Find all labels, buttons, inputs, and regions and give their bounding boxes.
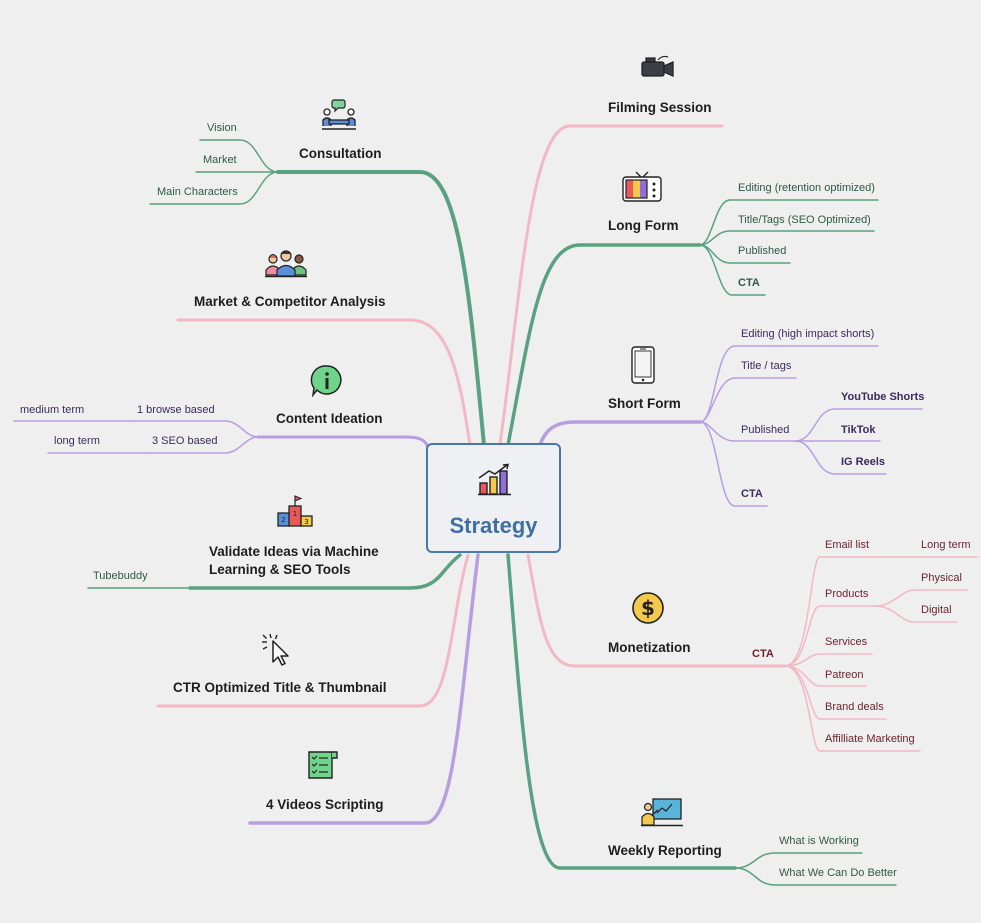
branch-market [176, 318, 472, 447]
leaf-tiktok[interactable]: TikTok [841, 424, 876, 436]
presentation-board-icon [641, 798, 683, 827]
leaf-email-long-term[interactable]: Long term [921, 539, 971, 551]
retro-tv-icon [622, 171, 662, 202]
leaf-digital[interactable]: Digital [921, 604, 952, 616]
branch-scripting [248, 553, 480, 825]
branch-longform [506, 243, 702, 447]
leaf-browse-based[interactable]: 1 browse based [137, 404, 215, 416]
node-ctr-title-thumbnail[interactable]: CTR Optimized Title & Thumbnail [173, 680, 387, 695]
dollar-coin-icon: $ [632, 592, 664, 624]
leaf-cta-long[interactable]: CTA [738, 277, 760, 289]
svg-text:$: $ [641, 596, 655, 620]
node-short-form[interactable]: Short Form [608, 396, 681, 411]
leaf-long-term[interactable]: long term [54, 435, 100, 447]
leaf-seo-based[interactable]: 3 SEO based [152, 435, 218, 447]
podium-icon: 1 2 3 [277, 495, 313, 527]
leaf-tubebuddy[interactable]: Tubebuddy [93, 570, 148, 582]
branch-monetization [526, 553, 787, 668]
growth-chart-icon [478, 463, 511, 496]
leaf-youtube-shorts[interactable]: YouTube Shorts [841, 391, 925, 403]
branch-reporting [506, 553, 737, 870]
leaf-editing-retention[interactable]: Editing (retention optimized) [738, 182, 875, 194]
central-topic-title: Strategy [449, 513, 538, 538]
node-weekly-reporting[interactable]: Weekly Reporting [608, 843, 722, 858]
branch-ctr [156, 553, 470, 708]
svg-text:1: 1 [293, 510, 297, 518]
leaf-patreon[interactable]: Patreon [825, 669, 864, 681]
leaf-what-we-can-do-better[interactable]: What We Can Do Better [779, 867, 897, 879]
node-validate-ideas-line2[interactable]: Learning & SEO Tools [209, 562, 351, 577]
node-market-competitor-analysis[interactable]: Market & Competitor Analysis [194, 294, 386, 309]
cursor-click-icon [262, 633, 289, 666]
svg-text:3: 3 [304, 518, 308, 526]
node-long-form[interactable]: Long Form [608, 218, 679, 233]
leaf-ig-reels[interactable]: IG Reels [841, 456, 886, 468]
central-topic[interactable]: Strategy [426, 443, 561, 553]
leaf-physical[interactable]: Physical [921, 572, 962, 584]
svg-text:2: 2 [281, 516, 285, 524]
leaf-main-characters[interactable]: Main Characters [157, 186, 238, 198]
people-group-icon [265, 250, 307, 278]
node-filming-session[interactable]: Filming Session [608, 100, 712, 115]
video-camera-icon [641, 55, 674, 78]
info-icon [310, 365, 342, 398]
leaf-published-long[interactable]: Published [738, 245, 787, 257]
leaf-brand-deals[interactable]: Brand deals [825, 701, 884, 713]
leaf-email-list[interactable]: Email list [825, 539, 870, 551]
leaf-what-is-working[interactable]: What is Working [779, 835, 859, 847]
consultation-icon [322, 99, 356, 130]
checklist-icon [308, 751, 338, 779]
node-validate-ideas-line1[interactable]: Validate Ideas via Machine [209, 544, 379, 559]
node-monetization[interactable]: Monetization [608, 640, 691, 655]
leaf-published-short[interactable]: Published [741, 424, 790, 436]
node-content-ideation[interactable]: Content Ideation [276, 411, 383, 426]
leaf-services[interactable]: Services [825, 636, 868, 648]
leaf-medium-term[interactable]: medium term [20, 404, 85, 416]
branch-ideation [256, 435, 430, 449]
leaf-cta-monetization[interactable]: CTA [752, 648, 774, 660]
leaf-title-tags-seo[interactable]: Title/Tags (SEO Optimized) [738, 214, 871, 226]
branch-filming [498, 124, 724, 447]
branch-shortform [538, 420, 702, 447]
branch-validate [188, 553, 462, 590]
leaf-cta-short[interactable]: CTA [741, 488, 763, 500]
leaf-editing-shorts[interactable]: Editing (high impact shorts) [741, 328, 875, 340]
leaf-title-tags-short[interactable]: Title / tags [741, 360, 792, 372]
smartphone-icon [631, 346, 655, 384]
leaf-vision[interactable]: Vision [207, 122, 237, 134]
branch-consultation [276, 170, 486, 447]
node-videos-scripting[interactable]: 4 Videos Scripting [266, 797, 384, 812]
leaf-affiliate-marketing[interactable]: Affilliate Marketing [825, 733, 915, 745]
node-consultation[interactable]: Consultation [299, 146, 382, 161]
leaf-products[interactable]: Products [825, 588, 869, 600]
leaf-market[interactable]: Market [203, 154, 237, 166]
